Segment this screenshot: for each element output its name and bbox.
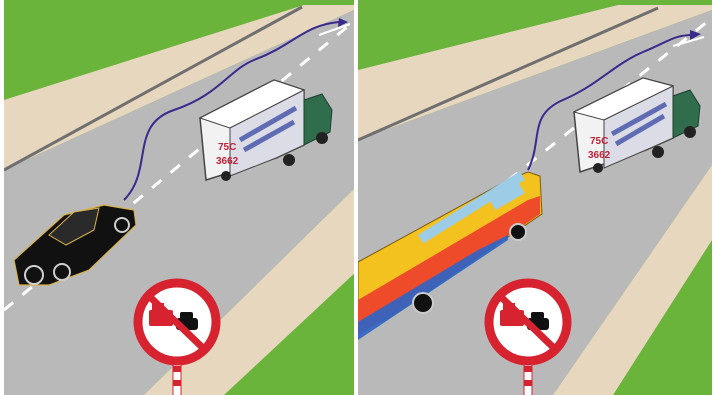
scene-car: 75C 3662	[4, 0, 358, 395]
truck-plate-line1: 75C	[218, 142, 236, 153]
truck-plate-line1: 75C	[590, 136, 608, 147]
truck-plate-line2: 3662	[588, 150, 611, 161]
scene-bus: 75C 3662	[358, 0, 712, 395]
truck-plate-line2: 3662	[216, 156, 239, 167]
panel-car-overtaking: 75C 3662	[4, 0, 358, 395]
panel-bus-overtaking: 75C 3662	[358, 0, 712, 395]
